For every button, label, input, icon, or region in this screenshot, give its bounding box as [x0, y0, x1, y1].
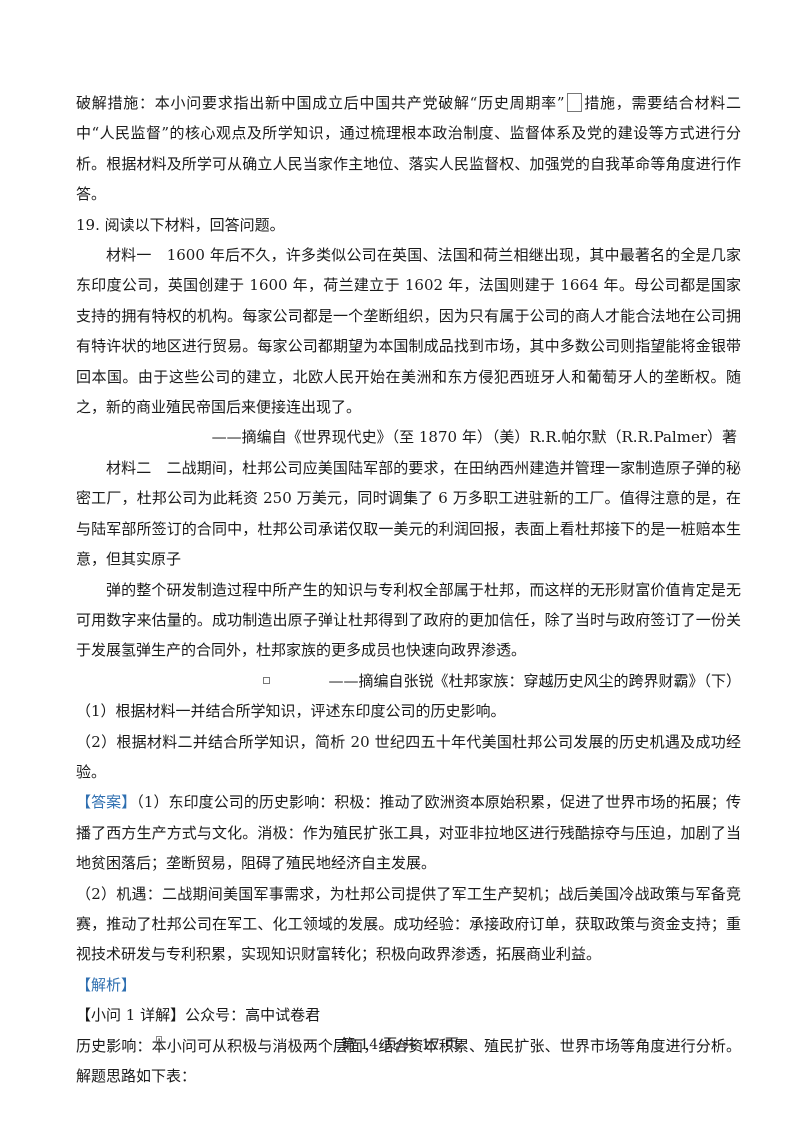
checkbox-glyph	[263, 676, 271, 684]
material-two: 材料二 二战期间，杜邦公司应美国陆军部的要求，在田纳西州建造并管理一家制造原子弹…	[76, 458, 741, 569]
material-two-continued: 弹的整个研发制造过程中所产生的知识与专利权全部属于杜邦，而这样的无形财富价值肯定…	[76, 580, 741, 660]
placeholder-box	[566, 93, 582, 112]
measures-text-end: 措施，需要结合材料二中“人民监督”的核心观点及所学知识，通过梳理根本政治制度、监…	[76, 94, 741, 204]
sub-question-2: （2）根据材料二并结合所学知识，简析 20 世纪四五十年代美国杜邦公司发展的历史…	[76, 732, 741, 781]
citation-two-text: ——摘编自张锐《杜邦家族：穿越历史风尘的跨界财霸》（下）	[328, 671, 741, 690]
analysis-tag: 【解析】	[76, 975, 137, 994]
answer-1-text: （1）东印度公司的历史影响：积极：推动了欧洲资本原始积累，促进了世界市场的拓展；…	[76, 793, 741, 873]
answer-tag: 【答案】	[76, 793, 137, 812]
detail-heading-1: 【小问 1 详解】公众号：高中试卷君	[76, 1006, 321, 1025]
citation-two: ——摘编自张锐《杜邦家族：穿越历史风尘的跨界财霸》（下）	[76, 666, 741, 696]
answer-1: 【答案】（1）东印度公司的历史影响：积极：推动了欧洲资本原始积累，促进了世界市场…	[76, 787, 741, 878]
measures-text-start: 破解措施：本小问要求指出新中国成立后中国共产党破解“历史周期率”	[76, 94, 565, 112]
page-content: 破解措施：本小问要求指出新中国成立后中国共产党破解“历史周期率”措施，需要结合材…	[76, 88, 741, 1091]
answer-2: （2）机遇：二战期间美国军事需求，为杜邦公司提供了军工生产契机；战后美国冷战政策…	[76, 884, 741, 964]
detail-text: 历史影响：本小问可从积极与消极两个层面，结合资本积累、殖民扩张、世界市场等角度进…	[76, 1036, 741, 1085]
page-footer: 第 14 页/共 17 页	[340, 1037, 460, 1053]
small-square-icon	[156, 1036, 162, 1042]
paragraph-measures: 破解措施：本小问要求指出新中国成立后中国共产党破解“历史周期率”措施，需要结合材…	[76, 88, 741, 210]
question-19-heading: 19. 阅读以下材料，回答问题。	[76, 215, 285, 234]
material-one: 材料一 1600 年后不久，许多类似公司在英国、法国和荷兰相继出现，其中最著名的…	[76, 246, 741, 417]
sub-question-1: （1）根据材料一并结合所学知识，评述东印度公司的历史影响。	[76, 702, 506, 721]
citation-one: ——摘编自《世界现代史》（至 1870 年）（美）R.R.帕尔默（R.R.Pal…	[211, 428, 737, 447]
